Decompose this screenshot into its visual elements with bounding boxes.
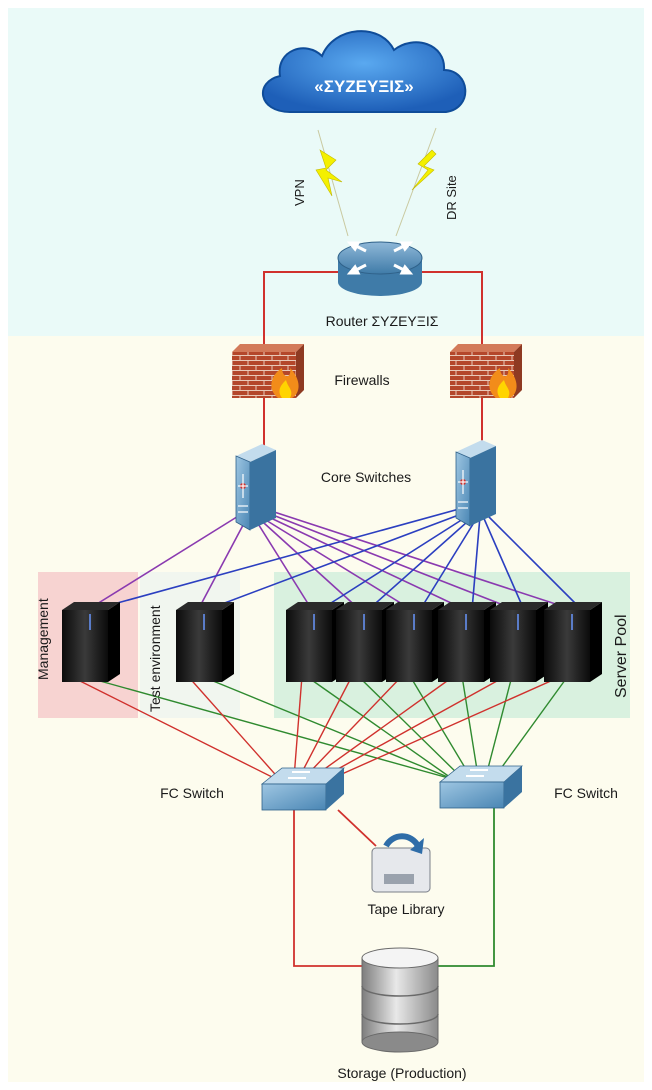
storage-links <box>293 798 495 967</box>
router-label: Router ΣΥΖΕΥΞΙΣ <box>326 313 439 329</box>
pool-server-icon <box>386 602 444 682</box>
fc-switch-icon <box>260 767 346 811</box>
pool-server-icon <box>544 602 602 682</box>
fc-switch-icon <box>438 765 524 809</box>
dr-site-label: DR Site <box>444 175 459 220</box>
server-to-fc-links <box>69 673 569 787</box>
pool-server-icon <box>336 602 394 682</box>
core-switches-label: Core Switches <box>321 469 411 485</box>
test-environment-label: Test environment <box>147 605 163 712</box>
pool-server-icon <box>438 602 496 682</box>
core-to-server-links <box>83 505 583 613</box>
vpn-link <box>315 129 349 237</box>
pool-server-icon <box>286 602 344 682</box>
management-label: Management <box>35 598 51 680</box>
server-pool-label: Server Pool <box>613 614 630 698</box>
vpn-label: VPN <box>292 179 307 206</box>
fc-switch-right-label: FC Switch <box>554 785 618 801</box>
cloud-label: «ΣΥΖΕΥΞΙΣ» <box>314 77 413 96</box>
firewall-icon <box>450 344 522 398</box>
storage-label: Storage (Production) <box>337 1065 466 1081</box>
router-links <box>263 271 483 448</box>
firewall-icon <box>232 344 304 398</box>
storage-database-icon <box>361 947 439 1053</box>
management-server-icon <box>62 602 120 682</box>
fc-switch-left-label: FC Switch <box>160 785 224 801</box>
cloud-icon <box>262 30 467 113</box>
core-switch-icon <box>235 444 276 531</box>
tape-library-label: Tape Library <box>367 901 444 917</box>
dr-site-link <box>395 127 437 237</box>
router-icon <box>337 241 423 296</box>
tape-library-icon <box>371 833 431 893</box>
test-server-icon <box>176 602 234 682</box>
firewalls-label: Firewalls <box>334 372 389 388</box>
core-switch-icon <box>455 440 496 527</box>
pool-server-icon <box>490 602 548 682</box>
